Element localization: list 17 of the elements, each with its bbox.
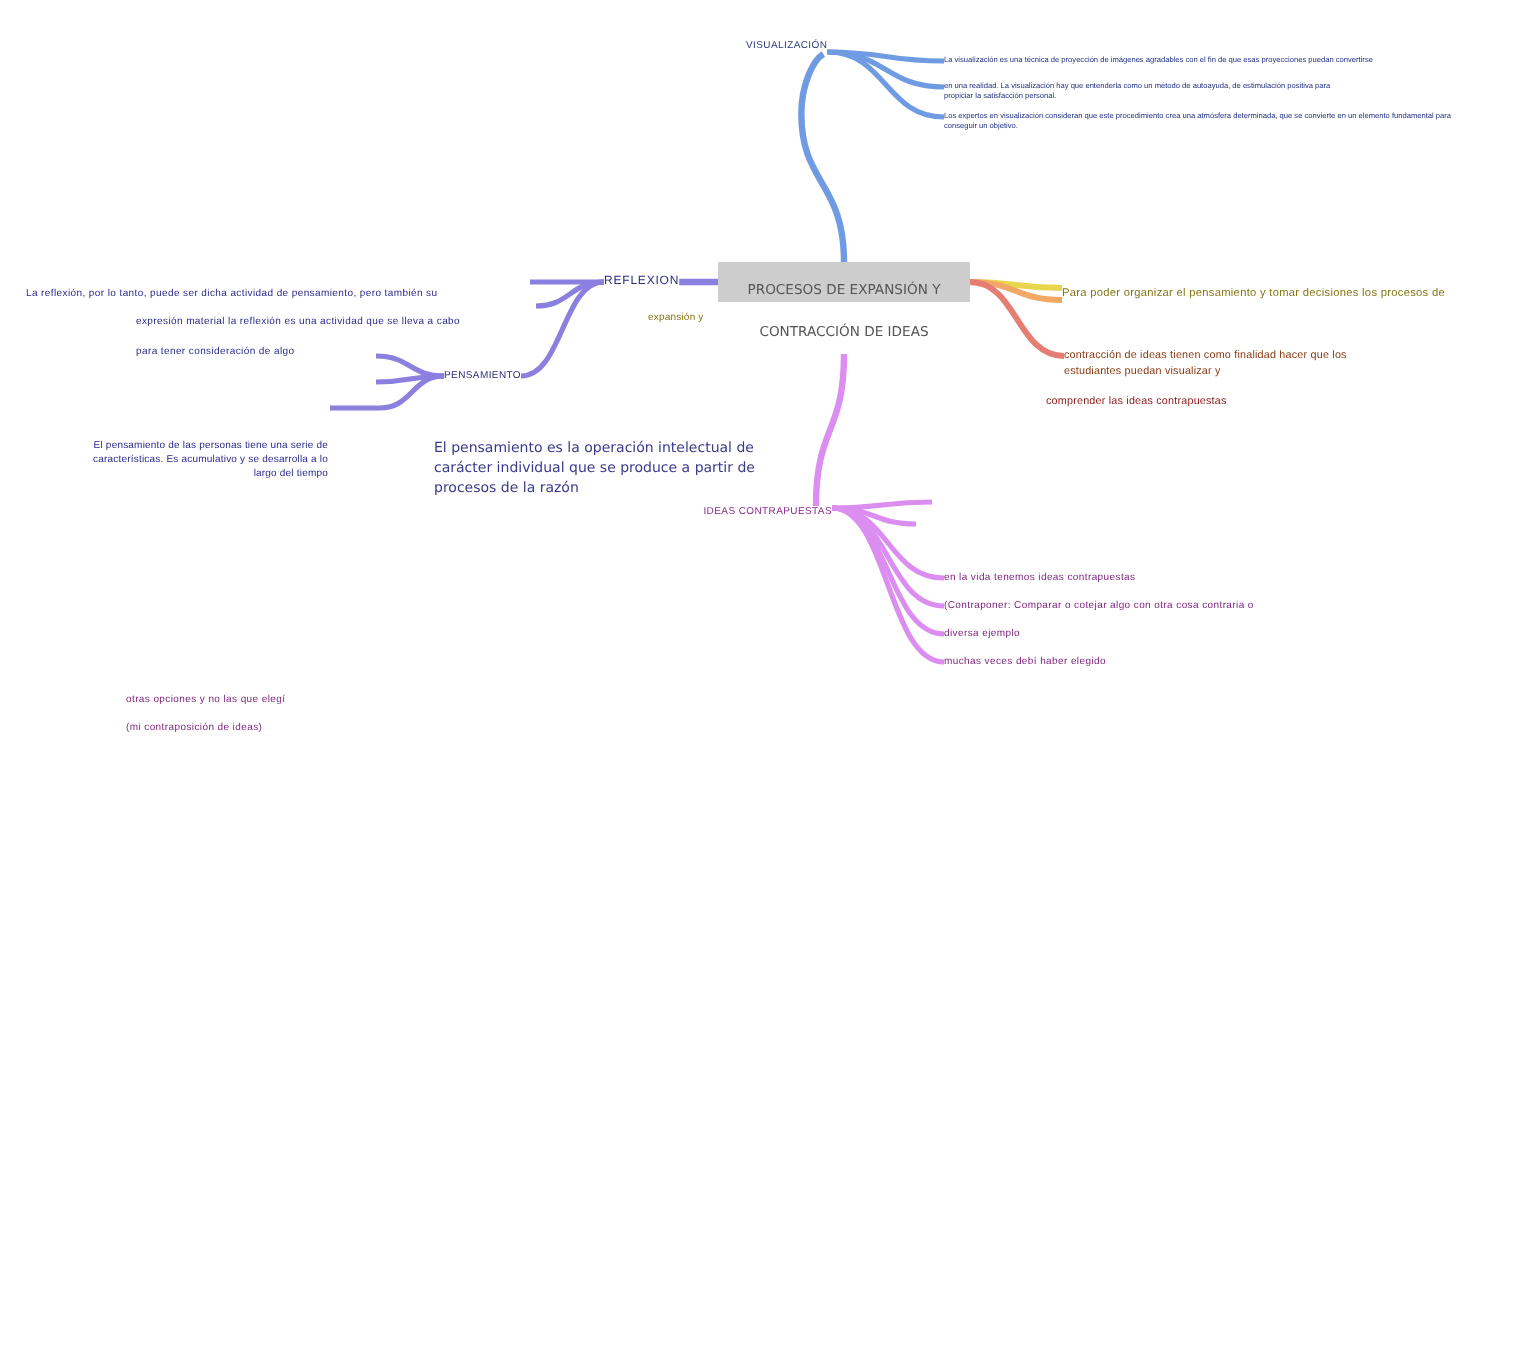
branch-line xyxy=(827,49,945,120)
branch-line xyxy=(831,499,933,511)
branch-line xyxy=(969,279,1065,359)
branch-line xyxy=(679,278,718,286)
branch-line xyxy=(969,279,1063,303)
branch-line xyxy=(827,49,945,64)
branch-line xyxy=(520,279,605,379)
branch-line xyxy=(535,279,605,309)
branch-line xyxy=(330,373,445,411)
branch-line xyxy=(827,49,945,90)
branch-line xyxy=(798,51,848,263)
branch-line xyxy=(812,353,848,507)
branch-line xyxy=(375,353,445,379)
branch-line xyxy=(375,373,445,385)
branch-line xyxy=(530,279,604,285)
branch-line xyxy=(831,505,917,527)
branch-line xyxy=(831,505,945,665)
